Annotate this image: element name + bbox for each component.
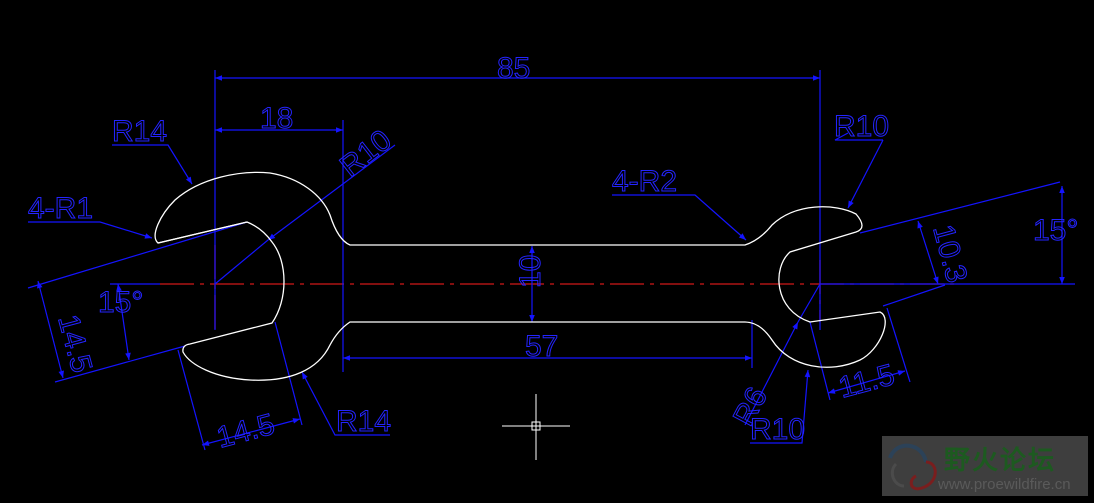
dim-overall-length: 85	[497, 52, 530, 85]
radius-right-top: R10	[834, 110, 889, 143]
radius-left-bottom: R14	[336, 405, 391, 438]
watermark-logo-icon	[888, 443, 937, 491]
dim-handle-length: 57	[525, 330, 558, 363]
radius-handle-fillets: 4-R2	[612, 165, 677, 198]
dim-left-jaw-depth: 14.5	[213, 408, 278, 455]
dim-left-jaw-width: 14.5	[51, 311, 98, 376]
extension-lines	[27, 70, 1075, 451]
watermark-name: 野火论坛	[944, 445, 1057, 475]
watermark-url: www.proewildfire.cn	[938, 476, 1071, 493]
dimension-lines	[28, 75, 1065, 446]
radius-left-top: R14	[112, 115, 167, 148]
wrench-outline	[154, 171, 886, 381]
radius-right-bottom: R10	[750, 413, 805, 446]
dim-right-angle: 15°	[1033, 214, 1078, 247]
dim-handle-width: 10	[514, 255, 547, 288]
dim-left-angle: 15°	[98, 286, 143, 319]
left-jaw-upper-face	[157, 221, 248, 244]
dimension-texts: 85 18 57 10 14.5 15° 14.5 15° 10.3 11.5 …	[28, 52, 1079, 456]
dim-head-offset: 18	[260, 102, 293, 135]
radius-jaw-fillets: 4-R1	[28, 192, 93, 225]
watermark: 野火论坛 www.proewildfire.cn	[882, 436, 1088, 496]
crosshair-cursor	[502, 394, 570, 460]
dim-right-jaw-width: 10.3	[926, 221, 973, 286]
